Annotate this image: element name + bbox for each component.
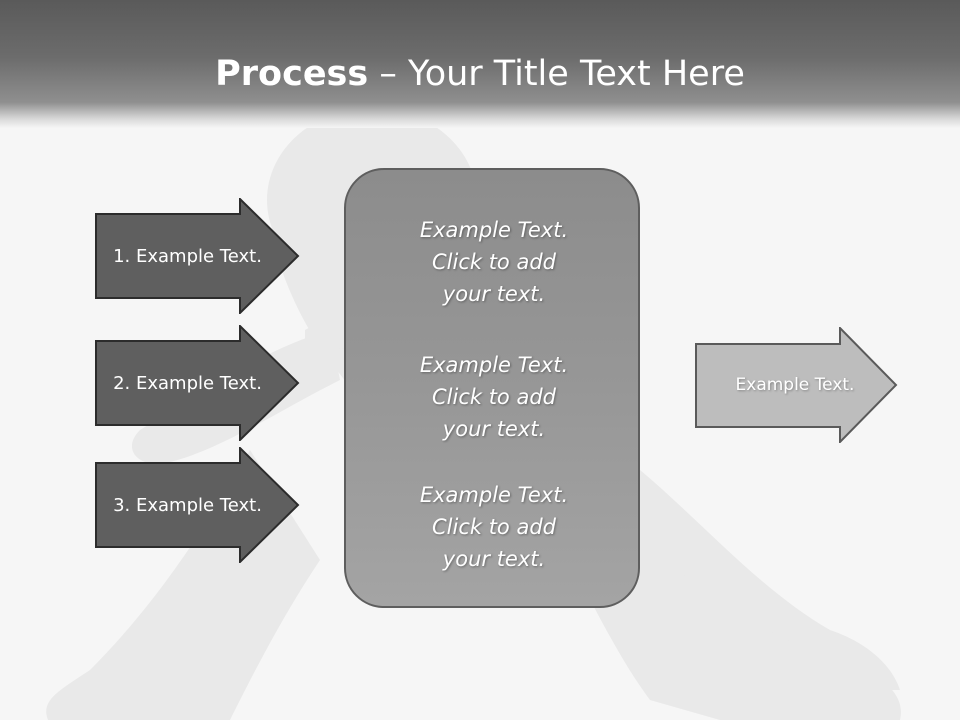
input-arrow-2-shape: [95, 325, 300, 441]
input-arrow-2: 2. Example Text.: [95, 325, 301, 441]
input-arrow-3-label: 3. Example Text.: [113, 494, 262, 516]
process-text-block-3: Example Text. Click to add your text.: [346, 479, 642, 575]
process-text-2-line-1: Example Text.: [419, 353, 569, 377]
process-text-1-line-1: Example Text.: [419, 218, 569, 242]
title-bold: Process: [215, 54, 369, 94]
process-text-3-line-2: Click to add: [431, 515, 556, 539]
process-text-1-line-3: your text.: [442, 282, 546, 306]
page-title: Process – Your Title Text Here: [0, 52, 960, 96]
process-text-block-1: Example Text. Click to add your text.: [346, 214, 642, 310]
input-arrow-3-shape: [95, 447, 300, 563]
process-text-3-line-3: your text.: [442, 547, 546, 571]
process-text-3-line-1: Example Text.: [419, 483, 569, 507]
input-arrow-1: 1. Example Text.: [95, 198, 301, 314]
process-box: Example Text. Click to add your text. Ex…: [344, 168, 640, 608]
input-arrow-3: 3. Example Text.: [95, 447, 301, 563]
input-arrow-1-label: 1. Example Text.: [113, 245, 262, 267]
process-text-1-line-2: Click to add: [431, 250, 556, 274]
title-bar: Process – Your Title Text Here: [0, 0, 960, 128]
output-arrow-shape: [695, 327, 898, 443]
output-arrow-label: Example Text.: [735, 375, 855, 395]
input-arrow-1-shape: [95, 198, 300, 314]
output-arrow: Example Text.: [695, 327, 901, 443]
process-text-2-line-3: your text.: [442, 417, 546, 441]
process-text-block-2: Example Text. Click to add your text.: [346, 349, 642, 445]
input-arrow-2-label: 2. Example Text.: [113, 372, 262, 394]
process-text-2-line-2: Click to add: [431, 385, 556, 409]
title-rest: – Your Title Text Here: [368, 54, 745, 94]
